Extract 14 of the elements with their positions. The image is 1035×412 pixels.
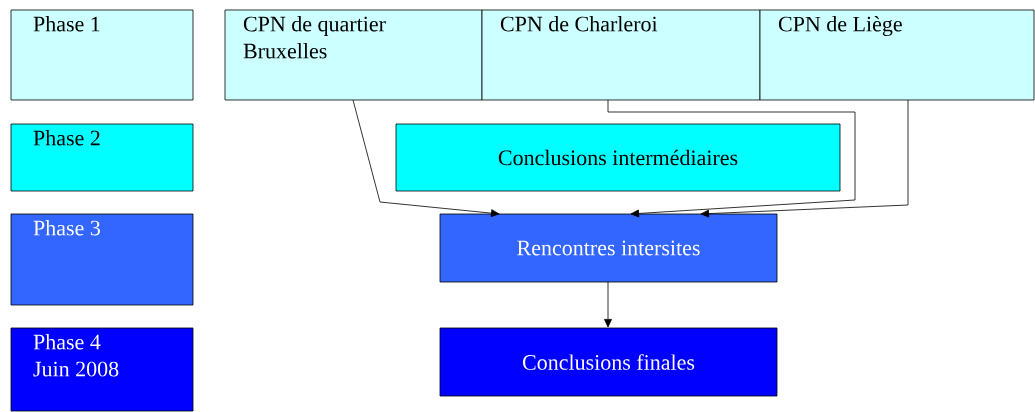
site-box: CPN de Charleroi	[481, 9, 761, 101]
arrow	[352, 99, 500, 217]
process-box: Conclusions finales	[439, 327, 778, 397]
phase-box: Phase 2	[10, 123, 194, 192]
arrow	[700, 99, 909, 218]
arrow	[604, 281, 612, 328]
process-box: Conclusions intermédiaires	[395, 123, 841, 192]
arrow	[607, 99, 856, 218]
site-box: CPN de Liège	[759, 9, 1035, 101]
phase-box: Phase 3	[10, 213, 194, 306]
phase-box: Phase 4 Juin 2008	[10, 327, 194, 412]
process-box: Rencontres intersites	[439, 213, 778, 283]
phase-box: Phase 1	[10, 9, 194, 101]
site-box: CPN de quartier Bruxelles	[224, 9, 483, 101]
